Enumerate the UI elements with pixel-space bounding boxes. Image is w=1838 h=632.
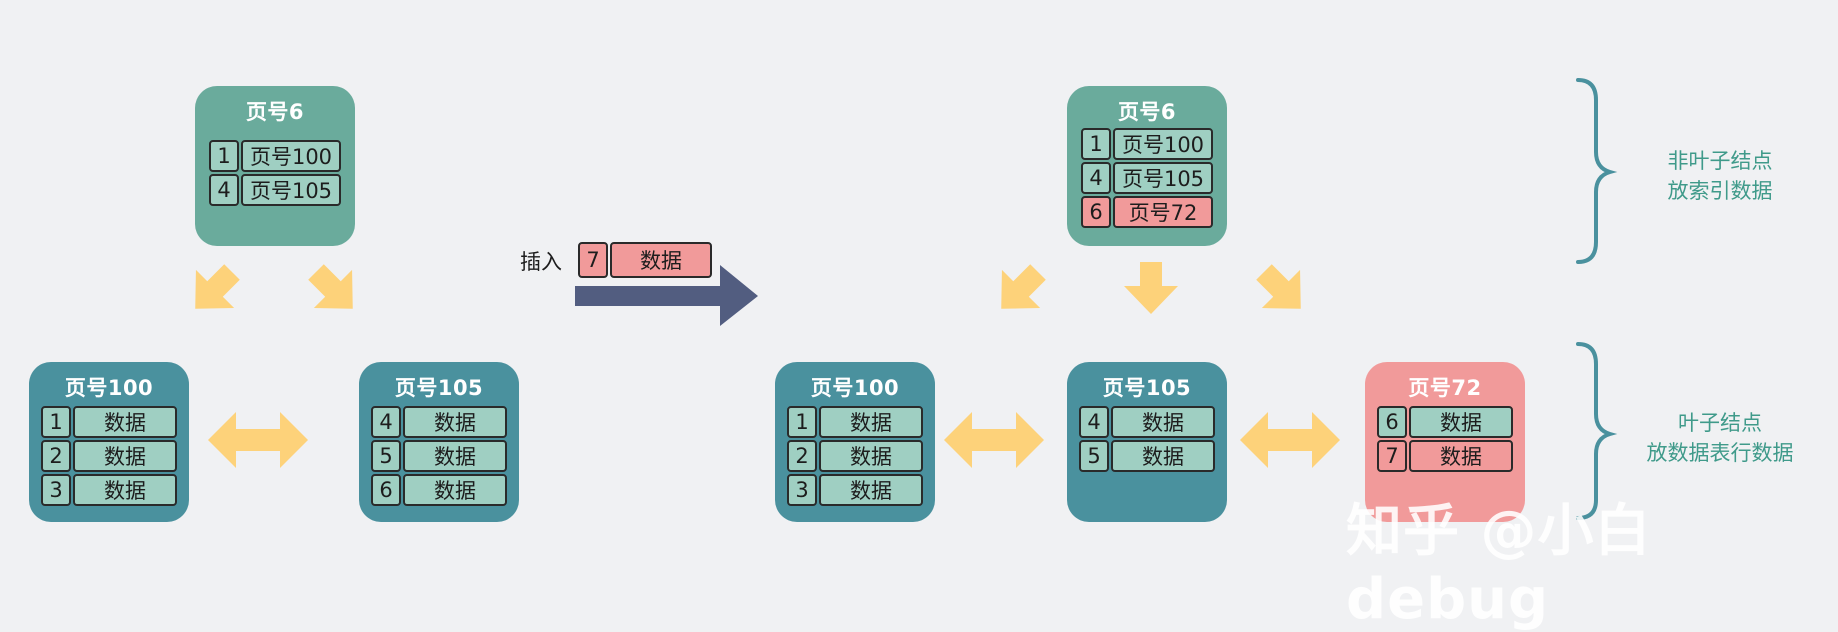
row-key: 3 (787, 474, 817, 506)
row-data: 数据 (819, 406, 923, 438)
node-title: 页号6 (245, 100, 305, 124)
row-key: 5 (1079, 440, 1109, 472)
row-key: 2 (787, 440, 817, 472)
legend-line: 非叶子结点 (1667, 149, 1773, 173)
row-key: 4 (371, 406, 401, 438)
node-title: 页号72 (1408, 376, 1482, 400)
row-data: 数据 (73, 474, 177, 506)
right-leaf-72: 页号72 6 数据 7 数据 (1365, 362, 1525, 522)
data-row: 4 数据 (1079, 406, 1215, 438)
row-key: 4 (1079, 406, 1109, 438)
right-root-node: 页号6 1 页号100 4 页号105 6 页号72 (1067, 86, 1227, 246)
row-data: 数据 (403, 474, 507, 506)
row-data: 数据 (610, 242, 712, 278)
arrow-down-icon (1124, 262, 1178, 314)
legend-line: 叶子结点 (1678, 411, 1762, 435)
left-leaf-105: 页号105 4 数据 5 数据 6 数据 (359, 362, 519, 522)
row-pointer: 页号100 (241, 140, 341, 172)
row-data: 数据 (1409, 406, 1513, 438)
data-row: 1 数据 (787, 406, 923, 438)
legend-line: 放索引数据 (1667, 179, 1773, 203)
row-key: 6 (371, 474, 401, 506)
row-key: 5 (371, 440, 401, 472)
data-row: 1 数据 (41, 406, 177, 438)
node-title: 页号105 (1102, 376, 1192, 400)
insert-arrow-icon (575, 265, 758, 326)
data-row: 5 数据 (371, 440, 507, 472)
right-leaf-105: 页号105 4 数据 5 数据 (1067, 362, 1227, 522)
insert-row: 7 数据 (578, 242, 712, 278)
node-title: 页号105 (394, 376, 484, 400)
legend-line: 放数据表行数据 (1646, 441, 1794, 465)
index-row: 1 页号100 (1081, 128, 1213, 160)
data-row: 6 数据 (371, 474, 507, 506)
row-key: 1 (787, 406, 817, 438)
row-key: 1 (41, 406, 71, 438)
data-row: 2 数据 (41, 440, 177, 472)
row-pointer: 页号105 (241, 174, 341, 206)
row-pointer: 页号72 (1113, 196, 1213, 228)
row-key: 7 (578, 242, 608, 278)
node-title: 页号100 (810, 376, 900, 400)
row-data: 数据 (1111, 406, 1215, 438)
data-row-new: 7 数据 (1377, 440, 1513, 472)
arrow-down-left-icon (982, 252, 1058, 328)
data-row: 4 数据 (371, 406, 507, 438)
row-key: 1 (1081, 128, 1111, 160)
right-leaf-100: 页号100 1 数据 2 数据 3 数据 (775, 362, 935, 522)
row-key: 4 (209, 174, 239, 206)
data-row: 3 数据 (41, 474, 177, 506)
row-key: 2 (41, 440, 71, 472)
index-row: 4 页号105 (1081, 162, 1213, 194)
row-key: 6 (1377, 406, 1407, 438)
index-row: 4 页号105 (209, 174, 341, 206)
row-data: 数据 (73, 406, 177, 438)
row-data: 数据 (1111, 440, 1215, 472)
brace-leaf-icon (1576, 342, 1618, 520)
node-title: 页号6 (1117, 100, 1177, 124)
arrow-down-right-icon (296, 252, 372, 328)
data-row: 5 数据 (1079, 440, 1215, 472)
double-arrow-icon (208, 412, 308, 468)
data-row: 3 数据 (787, 474, 923, 506)
row-data: 数据 (819, 474, 923, 506)
row-data: 数据 (403, 406, 507, 438)
insert-label: 插入 (520, 250, 562, 274)
left-leaf-100: 页号100 1 数据 2 数据 3 数据 (29, 362, 189, 522)
legend-nonleaf: 非叶子结点 放索引数据 (1620, 146, 1820, 206)
data-row: 6 数据 (1377, 406, 1513, 438)
index-row: 1 页号100 (209, 140, 341, 172)
data-row: 2 数据 (787, 440, 923, 472)
row-data: 数据 (819, 440, 923, 472)
double-arrow-icon (1240, 412, 1340, 468)
row-key: 4 (1081, 162, 1111, 194)
node-title: 页号100 (64, 376, 154, 400)
row-key: 1 (209, 140, 239, 172)
connectors-layer (176, 78, 1618, 520)
arrow-down-left-icon (176, 252, 252, 328)
row-data: 数据 (1409, 440, 1513, 472)
index-row-new: 6 页号72 (1081, 196, 1213, 228)
row-pointer: 页号105 (1113, 162, 1213, 194)
brace-nonleaf-icon (1576, 78, 1618, 264)
legend-leaf: 叶子结点 放数据表行数据 (1620, 408, 1820, 468)
row-data: 数据 (73, 440, 177, 472)
arrow-down-right-icon (1244, 252, 1320, 328)
row-pointer: 页号100 (1113, 128, 1213, 160)
row-key: 3 (41, 474, 71, 506)
double-arrow-icon (944, 412, 1044, 468)
left-root-node: 页号6 1 页号100 4 页号105 (195, 86, 355, 246)
row-key: 7 (1377, 440, 1407, 472)
watermark: 知乎 @小白debug (1346, 499, 1652, 632)
row-data: 数据 (403, 440, 507, 472)
row-key: 6 (1081, 196, 1111, 228)
